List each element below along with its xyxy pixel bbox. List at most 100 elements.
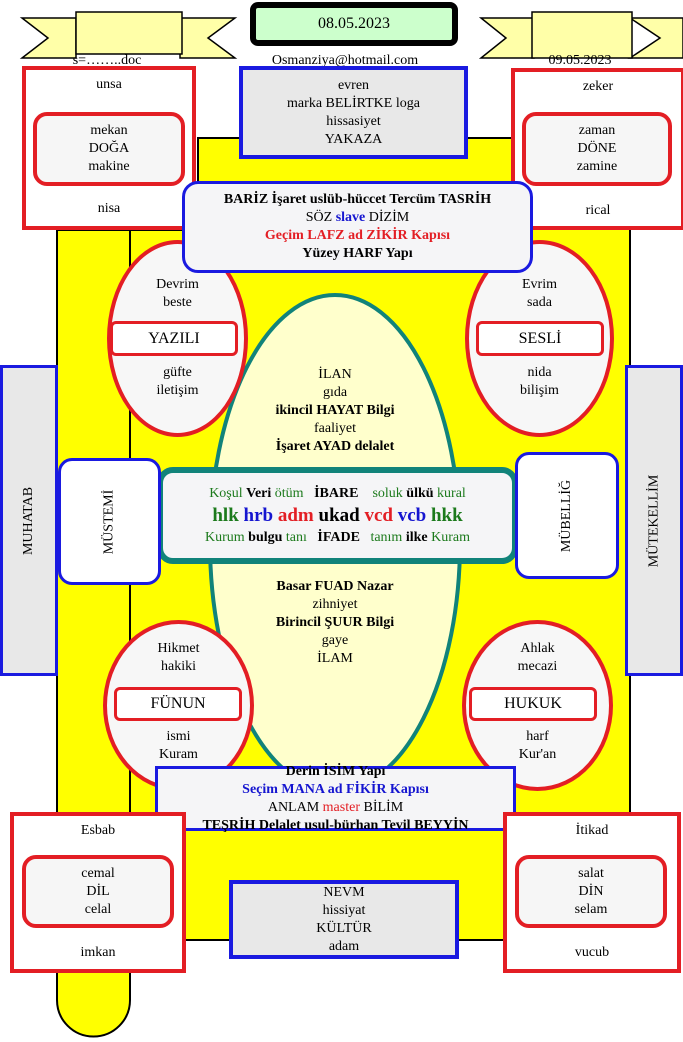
text: soluk	[372, 485, 403, 501]
text: İBARE	[314, 485, 359, 501]
text: faaliyet	[314, 421, 356, 436]
text: SÖZ	[305, 210, 333, 225]
text: vcd	[364, 504, 393, 526]
text: nida	[527, 365, 552, 380]
text: ismi	[166, 729, 191, 744]
text: Seçim MANA ad FİKİR Kapısı	[242, 781, 429, 797]
core-box: Koşul Veri ötüm İBARE soluk ülkü kural h…	[157, 467, 518, 564]
text: bulgu	[248, 529, 283, 545]
text: beste	[163, 295, 192, 310]
text: MÜTEKELLİM	[646, 474, 662, 567]
upper-info-box: BARİZ İşaret uslüb-hüccet Tercüm TASRİH …	[182, 181, 533, 273]
text: Veri	[246, 485, 272, 501]
text: ötüm	[274, 485, 304, 501]
text: ikincil HAYAT Bilgi	[275, 403, 395, 418]
text: DİL	[86, 883, 110, 899]
text: Kur'an	[518, 747, 557, 762]
text: Geçim LAFZ ad ZİKİR Kapısı	[264, 228, 451, 243]
text: adam	[328, 938, 360, 954]
text: hissasiyet	[326, 113, 381, 129]
text: cemal	[81, 865, 115, 881]
main-date: 08.05.2023	[250, 2, 458, 46]
text: Devrim	[156, 277, 199, 292]
text: MÜSTEMİ	[101, 489, 117, 554]
text: DOĞA	[88, 141, 130, 156]
text: DİN	[578, 883, 604, 899]
text: hkk	[430, 504, 463, 526]
text: Yüzey HARF Yapı	[302, 246, 413, 261]
text: İLAN	[318, 367, 352, 382]
text: bilişim	[520, 383, 559, 398]
text: ANLAM	[267, 799, 320, 815]
text: zaman	[578, 123, 616, 138]
text: Basar FUAD Nazar	[276, 579, 394, 594]
text: zeker	[582, 79, 614, 94]
label-yazili: YAZILI	[110, 321, 238, 356]
email[interactable]: Osmanziya@hotmail.com	[271, 53, 419, 68]
lower-info-box: Derin İSİM Yapı Seçim MANA ad FİKİR Kapı…	[155, 763, 516, 833]
text: hakiki	[161, 659, 196, 674]
text: salat	[578, 865, 604, 881]
text: gaye	[321, 633, 349, 648]
text: Evrim	[522, 277, 557, 292]
text: YAKAZA	[324, 131, 383, 147]
text: ilke	[405, 529, 428, 545]
text: KÜLTÜR	[316, 920, 372, 936]
text: tanım	[370, 529, 403, 545]
text: Birincil ŞUUR Bilgi	[275, 615, 395, 630]
text: adm	[277, 504, 314, 526]
text: makine	[88, 159, 130, 174]
text: DİZİM	[368, 210, 410, 225]
text: rical	[585, 203, 611, 218]
text: Ahlak	[520, 641, 555, 656]
text: slave	[335, 210, 366, 225]
text: mecazi	[517, 659, 558, 674]
text: Hikmet	[157, 641, 200, 656]
muhatab-panel: MUHATAB	[0, 365, 58, 676]
text: hrb	[243, 504, 274, 526]
text: selam	[574, 901, 608, 917]
text: kural	[437, 485, 466, 501]
text: vucub	[574, 945, 610, 960]
text: hlk	[212, 504, 239, 526]
text: nisa	[97, 201, 121, 216]
text: BİLİM	[363, 799, 404, 815]
text: celal	[84, 901, 112, 917]
text: İşaret AYAD delalet	[275, 439, 395, 454]
text: Derin İSİM Yapı	[285, 763, 386, 779]
text: mekan	[90, 123, 128, 138]
text: DÖNE	[577, 141, 617, 156]
file-caption: s=……..doc	[72, 53, 142, 68]
text: NEVM	[323, 884, 365, 900]
mustemi-panel: MÜSTEMİ	[58, 458, 161, 585]
label-sesli: SESLİ	[476, 321, 604, 356]
text: evren	[337, 77, 370, 93]
left-ribbon	[19, 11, 238, 59]
text: İFADE	[317, 529, 360, 545]
text: iletişim	[156, 383, 199, 398]
mubellig-panel: MÜBELLİĞ	[515, 452, 619, 579]
text: Esbab	[80, 823, 116, 838]
text: tanı	[285, 529, 307, 545]
text: ukad	[318, 504, 360, 526]
text: imkan	[80, 945, 116, 960]
text: harf	[526, 729, 549, 744]
text: TEŞRİH Delalet usul-bürhan Tevil BEYYİN	[202, 817, 469, 833]
text: BARİZ İşaret uslüb-hüccet Tercüm TASRİH	[223, 192, 492, 207]
text: marka BELİRTKE loga	[287, 95, 420, 111]
secondary-date: 09.05.2023	[548, 53, 612, 68]
text: İtikad	[575, 823, 609, 838]
text: master	[322, 799, 360, 815]
mutekellim-panel: MÜTEKELLİM	[625, 365, 683, 676]
text: İLAM	[317, 651, 353, 666]
text: Koşul	[209, 485, 243, 501]
text: Kuram	[159, 747, 198, 762]
text: güfte	[163, 365, 192, 380]
